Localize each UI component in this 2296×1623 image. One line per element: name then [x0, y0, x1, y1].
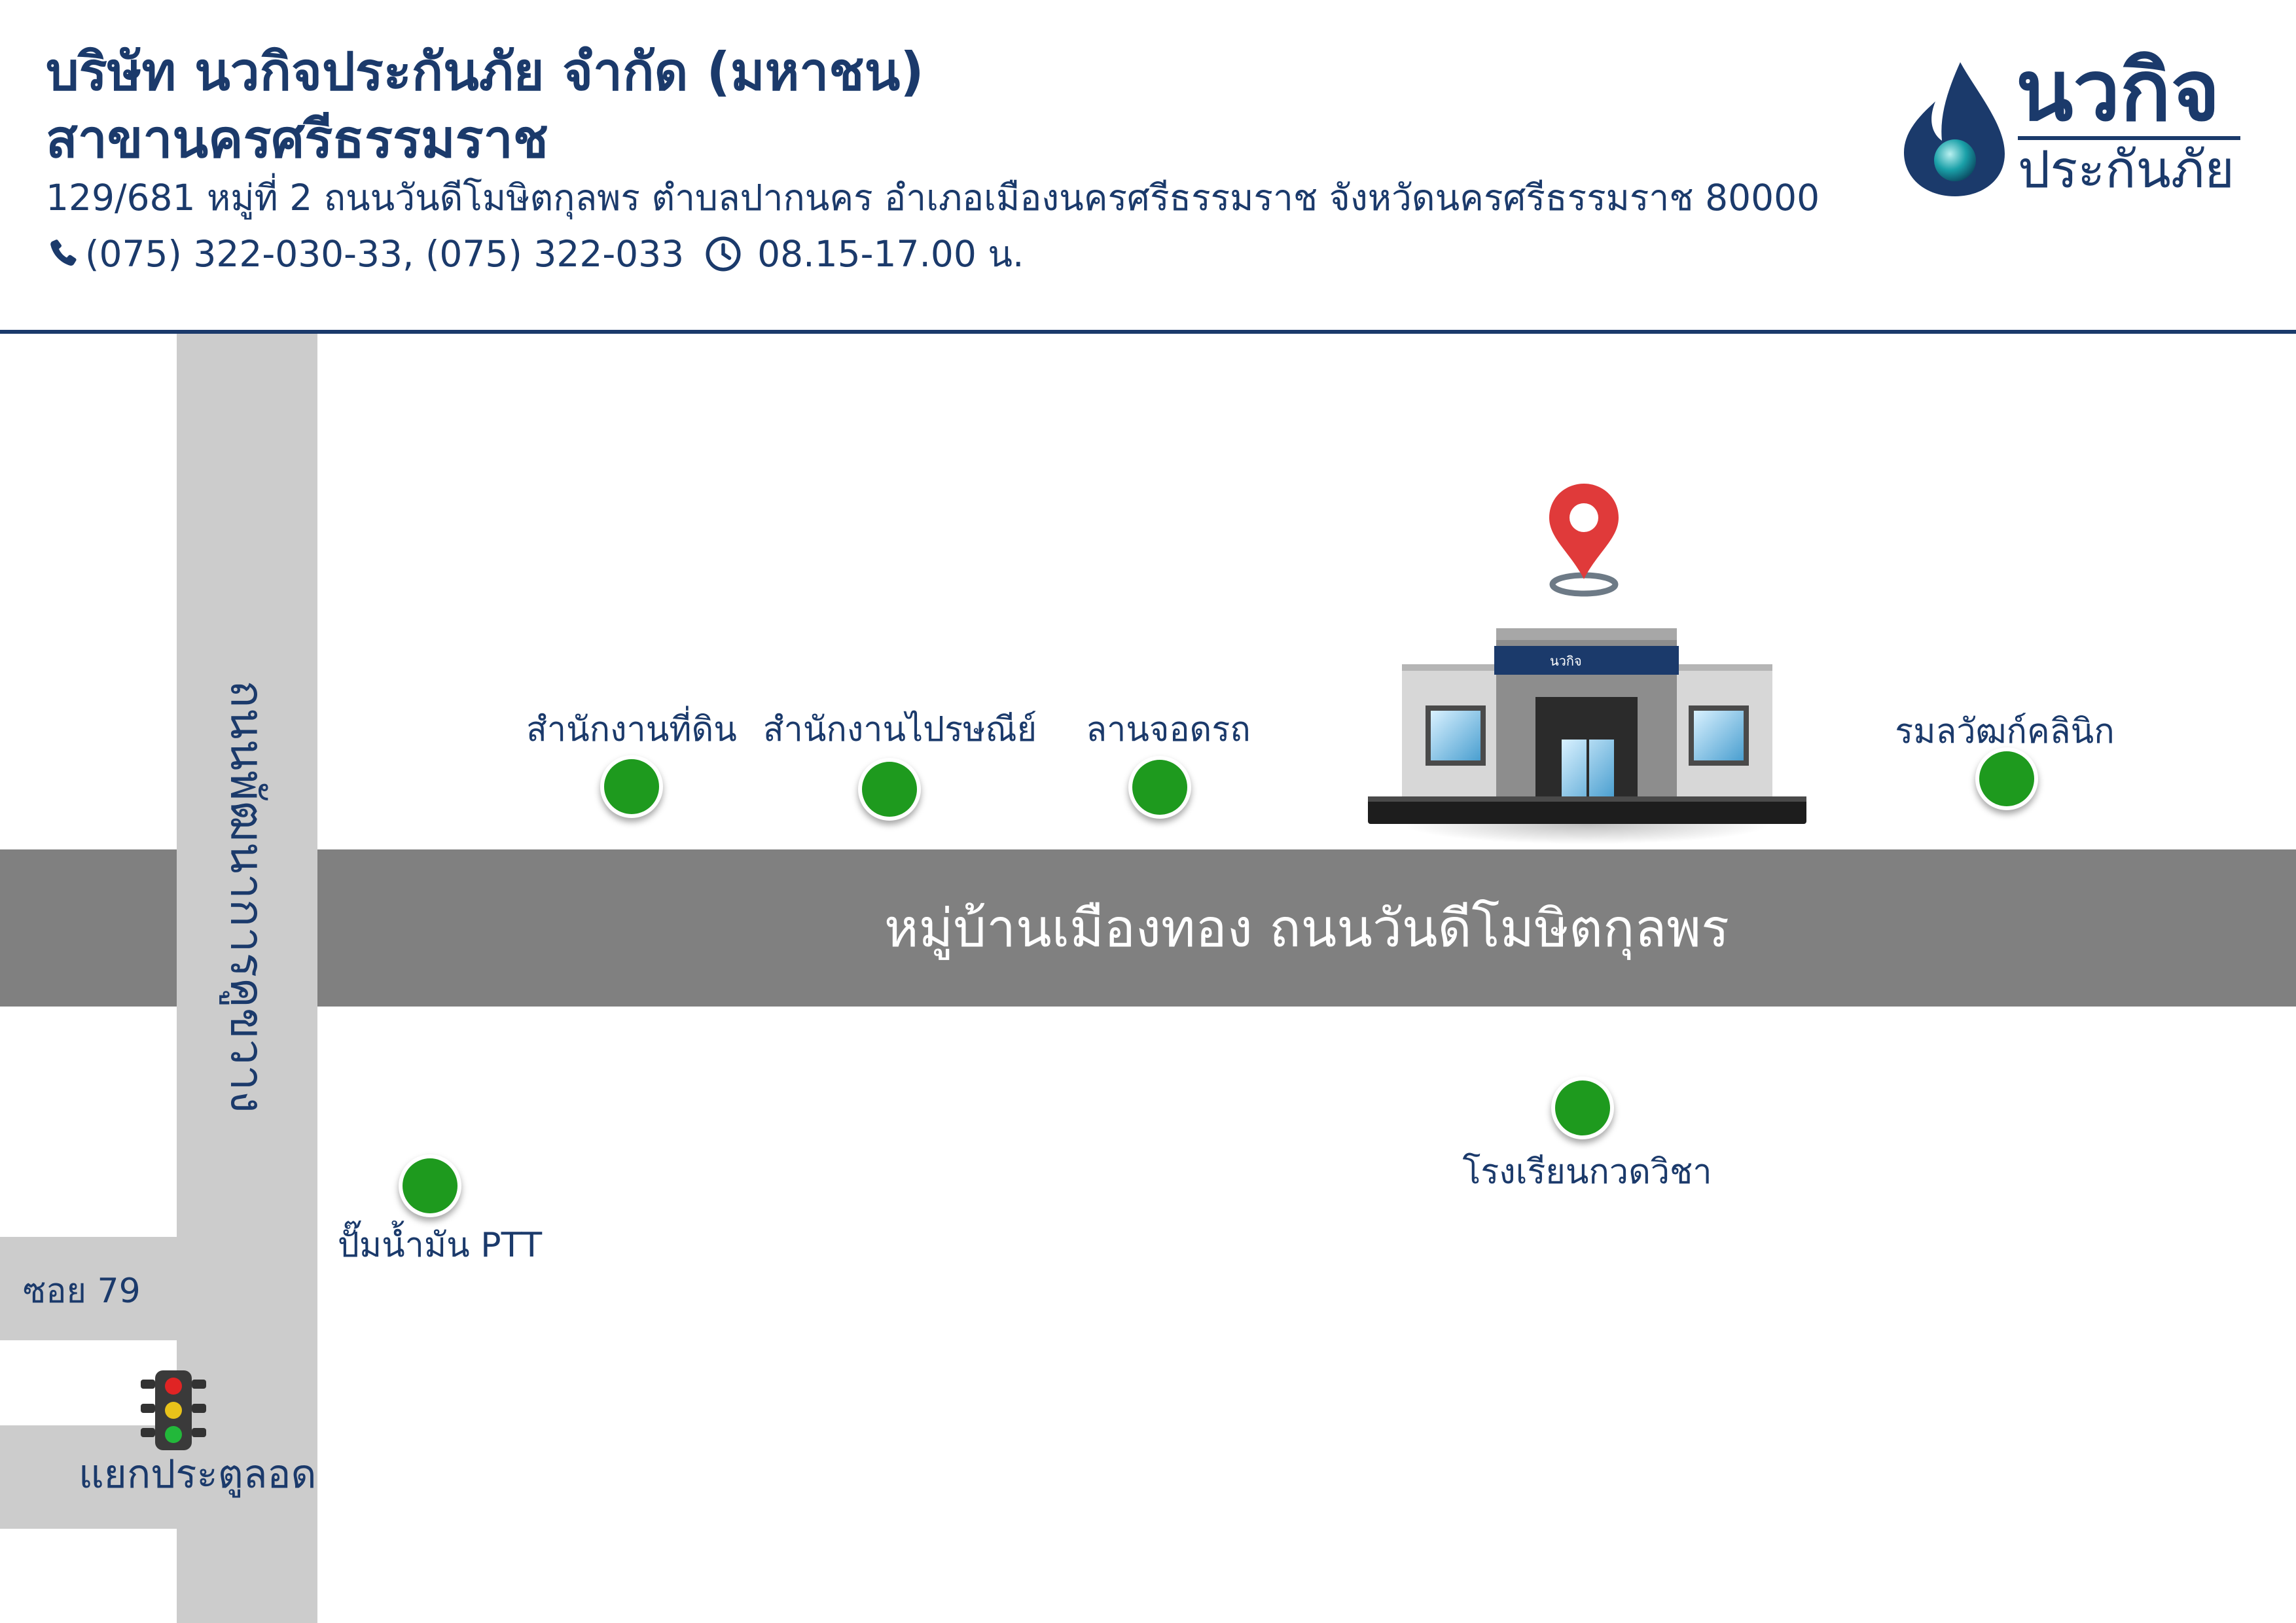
junction-road — [0, 1425, 177, 1529]
logo-divider — [2018, 136, 2240, 140]
office-hours: 08.15-17.00 น. — [757, 233, 1024, 275]
landmark-label: รมลวัฒก์คลินิก — [1895, 712, 2115, 751]
traffic-light-icon — [141, 1370, 206, 1450]
junction-label: แยกประตูลอด — [79, 1452, 317, 1497]
phone-numbers: (075) 322-030-33, (075) 322-033 — [85, 233, 685, 275]
main-road — [0, 849, 2296, 1007]
company-name: บริษัท นวกิจประกันภัย จำกัด (มหาชน) — [46, 41, 924, 102]
landmark-marker — [399, 1154, 461, 1217]
landmark-marker — [1128, 756, 1191, 819]
soi-79-road — [0, 1237, 177, 1340]
location-pin-icon — [1549, 484, 1619, 597]
brand-logo: นวกิจ ประกันภัย — [1901, 46, 2242, 200]
branch-address: 129/681 หมู่ที่ 2 ถนนวันดีโมษิตกุลพร ตำบ… — [46, 177, 1820, 219]
landmark-label: ลานจอดรถ — [1086, 710, 1251, 749]
branch-name: สาขานครศรีธรรมราช — [46, 109, 548, 169]
soi-79-label: ซอย 79 — [23, 1272, 141, 1311]
logo-name: นวกิจ — [2016, 43, 2220, 140]
branch-building-icon: นวกิจ — [1368, 628, 1806, 844]
vertical-road-label: ถนนพัฒนาการคูขวาง — [220, 680, 274, 1113]
branch-building: นวกิจ — [1368, 481, 1806, 847]
main-road-label: หมู่บ้านเมืองทอง ถนนวันดีโมษิตกุลพร — [884, 897, 1730, 959]
landmark-marker — [600, 755, 663, 818]
building-sign-text: นวกิจ — [1550, 653, 1582, 669]
contact-row: (075) 322-030-33, (075) 322-033 08.15-17… — [46, 228, 1024, 280]
phone-icon — [50, 240, 77, 266]
landmark-label: ปั๊มน้ำมัน PTT — [337, 1226, 543, 1265]
landmark-marker — [1975, 747, 2038, 810]
landmark-marker — [858, 758, 921, 821]
landmark-marker — [1551, 1077, 1614, 1139]
water-drop-icon — [1904, 62, 2005, 196]
clock-icon — [706, 236, 741, 272]
header-divider — [0, 330, 2296, 334]
landmark-label: โรงเรียนกวดวิชา — [1462, 1152, 1712, 1192]
logo-tagline: ประกันภัย — [2018, 141, 2234, 200]
landmark-label: สำนักงานที่ดิน — [526, 710, 737, 749]
landmark-label: สำนักงานไปรษณีย์ — [762, 710, 1037, 749]
